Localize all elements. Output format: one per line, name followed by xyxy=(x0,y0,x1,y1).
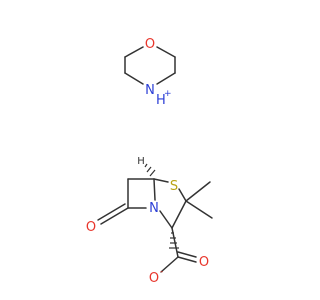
bond-c5-s xyxy=(153,178,169,183)
carboxylate-oxygen-label: O xyxy=(149,271,159,286)
bond-carboxyl-o-double-2 xyxy=(177,251,197,258)
penicillanate-skeleton xyxy=(97,163,213,273)
bond-c2-c3 xyxy=(171,200,187,229)
lactam-nitrogen-label: N xyxy=(149,201,159,216)
bond-c7-o-1 xyxy=(100,207,129,225)
carboxyl-oxygen-label: O xyxy=(199,255,209,270)
morpholinium-ring xyxy=(124,46,176,85)
sulfur-label: S xyxy=(170,179,178,194)
bond-c3-n xyxy=(159,210,173,229)
lactam-oxygen-label: O xyxy=(86,220,96,235)
morpholine-nh-label: H xyxy=(156,93,166,108)
bond-carboxyl-o-single xyxy=(160,256,179,273)
bond-o-c-right xyxy=(156,46,176,58)
stereo-hash-c5 xyxy=(144,163,156,177)
bond-n-c5 xyxy=(153,178,156,201)
bond-o-c-left xyxy=(124,46,144,58)
bond-c2-methyl-2 xyxy=(185,200,213,219)
stereo-h-label: H xyxy=(137,156,145,167)
bond-c-n-right xyxy=(156,72,176,85)
bond-c2-methyl-1 xyxy=(185,181,211,202)
bond-s-c2 xyxy=(178,188,187,202)
morpholine-oxygen-label: O xyxy=(145,37,155,52)
bond-c7-o-2 xyxy=(97,203,126,221)
morpholine-nitrogen-label: N xyxy=(145,83,155,98)
stereo-hash-c3 xyxy=(169,232,179,249)
carboxylate-charge-label: - xyxy=(160,267,163,277)
bond-c-n-left xyxy=(124,72,144,85)
structure-canvas: O N H + xyxy=(86,37,213,286)
bond-carboxyl-o-double-1 xyxy=(177,256,197,263)
morpholine-charge-label: + xyxy=(164,89,172,99)
